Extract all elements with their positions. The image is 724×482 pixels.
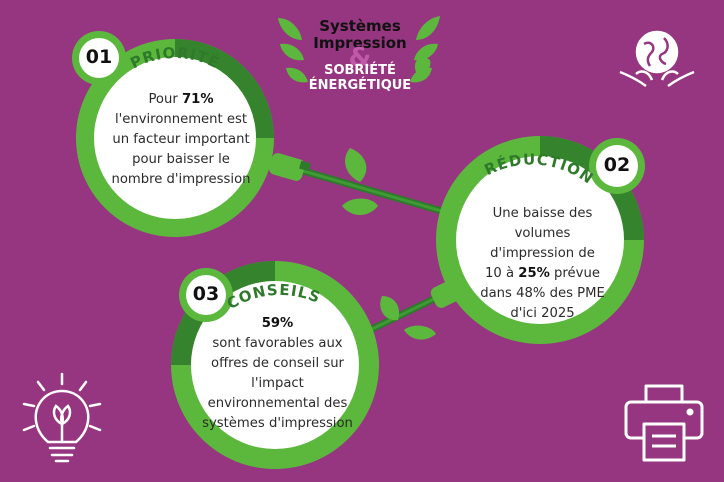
header-leaves-icon [278,16,440,83]
header-ampersand: & [348,43,372,73]
header-line3: SOBRIÉTÉ [324,63,396,78]
item-01-text-before: Pour [148,92,182,107]
header-line4: ÉNERGÉTIQUE [308,78,412,93]
circle-02 [436,136,645,344]
item-01-text: Pour 71% l'environnement est un facteur i… [106,90,256,190]
leaf-icon [342,148,436,340]
number-02: 02 [603,154,631,176]
item-02-text: Une baisse des volumes d'impression de 1… [480,204,605,324]
lightbulb-icon [22,372,102,463]
globe-leaf-icon [619,30,695,88]
item-02-text-before: Une baisse des volumes d'impression de 1… [485,206,595,281]
item-02-highlight: 25% [518,266,550,281]
circle-03 [171,261,379,469]
header-title: Systèmes Impression & SOBRIÉTÉ ÉNERGÉTIQ… [300,17,420,94]
item-03-text: 59% sont favorables aux offres de conseil… [195,314,360,434]
header-line2: Impression [313,34,407,52]
item-03-text-after: sont favorables aux offres de conseil su… [202,336,353,431]
header-line1: Systèmes [319,17,401,35]
item-01-highlight: 71% [181,92,214,107]
circle-01 [72,31,274,237]
printer-icon [624,384,704,462]
number-01: 01 [85,46,113,68]
item-02-text-after: prévue dans 48% des PME d'ici 2025 [480,266,605,321]
cable-1 [269,153,446,216]
item-03-highlight: 59% [261,316,294,331]
item-01-text-after: l'environnement est un facteur important… [111,112,251,187]
number-03: 03 [192,283,220,305]
